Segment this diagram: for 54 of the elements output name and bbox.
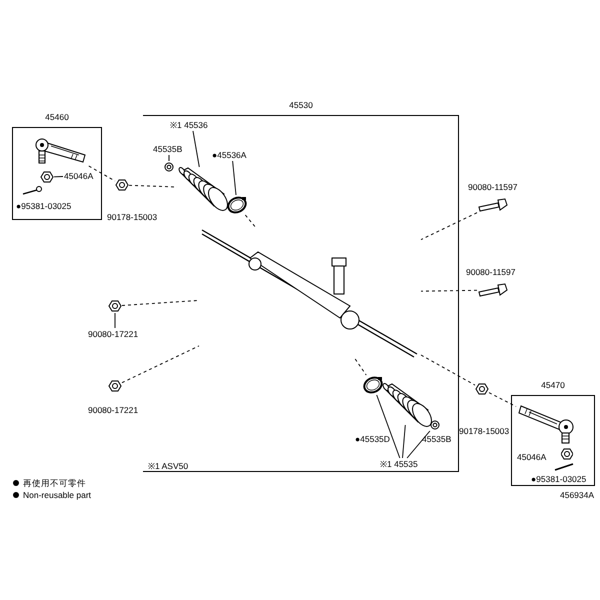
part-number: 45046A [64, 171, 98, 181]
clamp-icon [226, 196, 248, 214]
assembly-line [420, 212, 478, 240]
nut-icon [109, 300, 121, 312]
leader-line [406, 430, 430, 458]
assembly-line [122, 300, 200, 306]
part-number: 90080-11597 [466, 267, 516, 277]
clamp-icon [362, 376, 384, 394]
assembly-line [88, 166, 116, 182]
clip-icon [430, 420, 440, 430]
assembly-line [122, 345, 200, 384]
part-number: ●45536A [212, 150, 252, 160]
leader-line [232, 160, 236, 196]
part-number: 90178-15003 [459, 426, 510, 436]
nut-icon [476, 383, 488, 395]
part-number: 90080-17221 [88, 329, 142, 339]
part-number: ●45535D [355, 434, 395, 444]
part-number: 45046A [517, 452, 551, 462]
assembly-line [488, 392, 516, 407]
part-number: ●95381-03025 [531, 474, 591, 484]
part-number: ※1 45536 [170, 120, 214, 130]
boot-drawing [382, 384, 432, 424]
group-part-number: 45460 [44, 112, 70, 122]
assembly-line [244, 214, 256, 228]
leader-line [376, 394, 400, 458]
assembly-line [420, 354, 476, 386]
clip-icon [164, 162, 174, 172]
castle-nut-icon [41, 171, 53, 183]
diagram-code: 456934A [560, 490, 594, 500]
bolt-icon [478, 198, 508, 212]
part-number: ●95381-03025 [16, 201, 86, 211]
leader-line [54, 176, 64, 178]
assembly-line [420, 290, 478, 292]
legend-text: 再使用不可零件 [23, 478, 86, 488]
part-number: 90178-15003 [107, 212, 158, 222]
assembly-line [354, 358, 367, 376]
group-part-number: 45470 [540, 380, 566, 390]
nut-icon [109, 380, 121, 392]
part-number: 45535B [422, 434, 454, 444]
part-number: 90080-17221 [88, 405, 138, 415]
model-note: ※1 ASV50 [148, 461, 188, 471]
leader-line [192, 130, 200, 168]
part-number: ※1 45535 [380, 459, 424, 469]
part-number: 90080-11597 [468, 182, 518, 192]
bolt-icon [478, 283, 508, 297]
part-number: 45535B [153, 144, 185, 154]
legend-text: Non-reusable part [23, 490, 92, 500]
steering-rack-drawing [200, 228, 420, 358]
leader-line [114, 312, 116, 328]
boot-drawing [178, 168, 228, 208]
group-part-number: 45530 [288, 100, 314, 110]
leader-line [168, 154, 170, 162]
nut-icon [116, 179, 128, 191]
leader-line [402, 424, 406, 458]
